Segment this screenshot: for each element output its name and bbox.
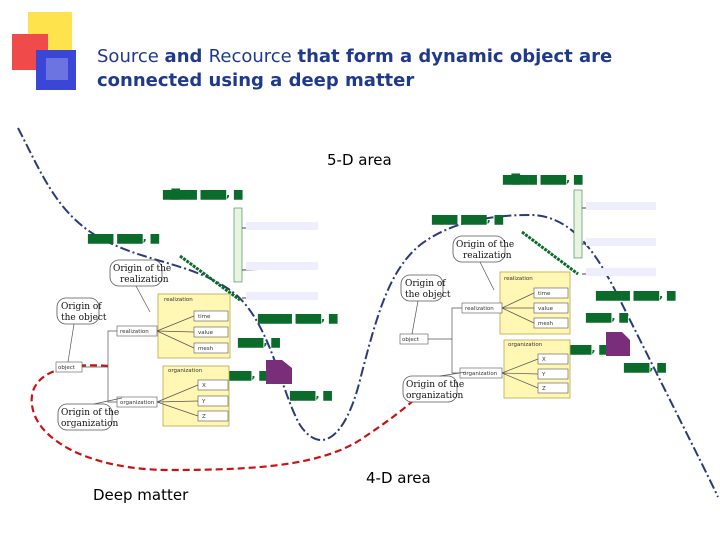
left-object-pill-text: object	[58, 365, 76, 371]
left-callout-organization-line1: Origin of the	[61, 408, 119, 418]
right-callout-object	[400, 274, 444, 302]
title-part-recource: Recource	[208, 46, 298, 67]
left-note-3	[246, 292, 318, 300]
left-field-z-text: Z	[202, 414, 206, 420]
left-callout-organization-line2: organization	[61, 419, 119, 429]
right-green-label-4: ▆▆▆, ▆	[585, 310, 628, 323]
deep-matter-label: Deep matter	[93, 486, 189, 504]
title-part-and: and	[164, 46, 209, 67]
left-green-label-5: ▆▆▆, ▆	[225, 368, 268, 381]
right-green-label-3: ▆▆▆▆ ▆▆▆, ▆	[595, 288, 676, 301]
left-callout-object-line2: the object	[61, 313, 107, 323]
slide-title: Source and Recource that form a dynamic …	[97, 45, 657, 93]
right-field-mesh-text: mesh	[538, 321, 554, 327]
deep-matter-curve	[30, 364, 431, 472]
left-callout-object	[56, 297, 100, 325]
title-part-rest: that form a dynamic object are connected…	[97, 46, 613, 91]
left-field-value-text: value	[198, 330, 214, 336]
decor-overlay	[46, 58, 68, 80]
right-callout-realization-line1: Origin of the	[456, 240, 514, 250]
left-organization-pill-text: organization	[120, 400, 155, 406]
right-callout-organization-pointer	[439, 371, 467, 377]
left-organization-label: organization	[168, 368, 203, 374]
right-object-pill-text: object	[402, 337, 420, 343]
right-callout-organization-line2: organization	[406, 391, 464, 401]
left-object-diagram: ▆▇▆▆ ▆▆▆, ▆ ▆▆▆ ▆▆▆, ▆ ▆▆▆▆ ▆▆▆, ▆ ▆▆▆, …	[55, 187, 338, 431]
right-field-value-text: value	[538, 306, 554, 312]
left-green-label-4: ▆▆▆, ▆	[237, 335, 280, 348]
right-green-label-2: ▆▆▆ ▆▆▆, ▆	[431, 212, 504, 225]
right-vertical-tag	[573, 189, 583, 259]
right-organization-label: organization	[508, 342, 543, 348]
right-diagonal-tag	[521, 230, 579, 276]
left-callout-realization-line1: Origin of the	[113, 264, 171, 274]
left-callout-organization-pointer	[93, 397, 123, 405]
area-4d-label: 4-D area	[366, 469, 431, 487]
left-note-2	[246, 262, 318, 270]
right-note-1	[586, 202, 656, 210]
left-callout-realization-pointer	[135, 285, 151, 313]
right-green-label-5: ▆▆▆, ▆	[565, 342, 608, 355]
right-organization-pill-text: organization	[463, 371, 498, 377]
right-callout-organization	[402, 375, 458, 403]
right-field-y-text: Y	[541, 372, 546, 378]
area-5d-label: 5-D area	[327, 151, 392, 169]
right-green-label-1: ▆▇▆▆ ▆▆▆, ▆	[502, 172, 583, 185]
right-note-2	[586, 238, 656, 246]
title-part-source: Source	[97, 46, 165, 67]
left-callout-object-pointer	[67, 323, 75, 363]
right-callout-object-pointer	[411, 300, 419, 335]
left-diagonal-tag	[179, 254, 241, 302]
right-callout-realization-pointer	[479, 261, 495, 291]
left-note-1	[246, 222, 318, 230]
left-callout-organization	[57, 403, 113, 431]
left-purple-block	[266, 360, 292, 384]
left-callout-realization-line2: realization	[120, 275, 169, 285]
right-realization-pill-text: realization	[465, 306, 494, 312]
right-field-z-text: Z	[542, 386, 546, 392]
left-vertical-tag	[233, 207, 243, 283]
left-realization-pill-text: realization	[120, 329, 149, 335]
right-field-x-text: X	[542, 357, 546, 363]
right-callout-object-line1: Origin of	[405, 279, 446, 289]
right-callout-realization-line2: realization	[463, 251, 512, 261]
right-note-3	[586, 268, 656, 276]
right-purple-block	[606, 332, 630, 356]
left-realization-label: realization	[164, 297, 193, 303]
decor-blue-square	[36, 50, 76, 90]
right-callout-realization	[452, 235, 506, 263]
right-object-diagram: ▆▇▆▆ ▆▆▆, ▆ ▆▆▆ ▆▆▆, ▆ ▆▆▆▆ ▆▆▆, ▆ ▆▆▆, …	[399, 172, 676, 403]
left-field-time-text: time	[198, 314, 211, 320]
left-field-y-text: Y	[201, 399, 206, 405]
left-field-x-text: X	[202, 383, 206, 389]
5d-4d-boundary-curve	[17, 127, 719, 498]
left-green-label-6: ▆▆▆, ▆	[289, 388, 332, 401]
right-callout-organization-line1: Origin of the	[406, 380, 464, 390]
left-green-label-2: ▆▆▆ ▆▆▆, ▆	[87, 231, 160, 244]
right-callout-object-line2: the object	[405, 290, 451, 300]
right-realization-label: realization	[504, 276, 533, 282]
left-callout-object-line1: Origin of	[61, 302, 102, 312]
left-green-label-1: ▆▇▆▆ ▆▆▆, ▆	[162, 187, 243, 200]
right-connectors	[428, 292, 539, 389]
left-field-mesh-text: mesh	[198, 346, 214, 352]
right-green-label-6: ▆▆▆, ▆	[623, 360, 666, 373]
left-green-label-3: ▆▆▆▆ ▆▆▆, ▆	[257, 311, 338, 324]
right-field-time-text: time	[538, 291, 551, 297]
left-connectors	[82, 315, 199, 417]
